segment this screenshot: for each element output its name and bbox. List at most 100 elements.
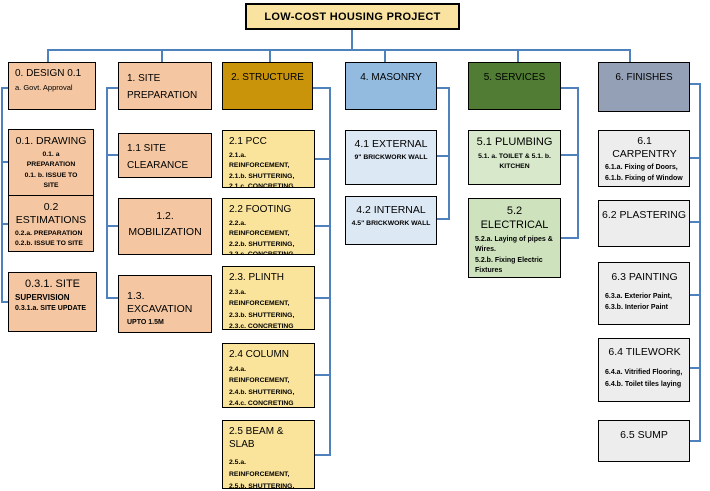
box-title: 1.3. EXCAVATION <box>127 290 193 316</box>
box-sub: 6.1.a. Fixing of Doors, <box>605 164 678 172</box>
box-sub: 0.3.1.a. SITE UPDATE <box>15 304 87 312</box>
connector-line <box>690 367 700 369</box>
connector-line <box>437 155 449 157</box>
box-sub: 6.3.a. Exterior Paint, <box>605 293 672 301</box>
box-sub: 2.1.a. REINFORCEMENT, <box>229 151 290 170</box>
connector-line <box>47 49 49 63</box>
wbs-box-excavation: 1.3. EXCAVATION UPTO 1.5M <box>118 275 212 333</box>
connector-line <box>1 87 9 89</box>
wbs-header-site-preparation: 1. SITE PREPARATION <box>118 62 212 110</box>
wbs-box-site-supervision: 0.3.1. SITE SUPERVISION 0.3.1.a. SITE UP… <box>8 272 97 332</box>
connector-line <box>1 161 9 163</box>
box-title: 6.2 PLASTERING <box>601 209 687 221</box>
header-title: 6. FINISHES <box>615 72 673 83</box>
box-sub: 6.1.b. Fixing of Window <box>605 174 683 182</box>
wbs-box-sump: 6.5 SUMP <box>598 420 690 462</box>
connector-line <box>690 83 700 85</box>
wbs-box-drawing: 0.1. DRAWING 0.1. a PREPARATION 0.1. b. … <box>8 129 94 196</box>
connector-line <box>517 49 519 63</box>
connector-line <box>1 223 9 225</box>
box-sub: 6.4.b. Toilet tiles laying <box>605 381 682 389</box>
connector-line <box>437 218 449 220</box>
wbs-header-finishes: 6. FINISHES <box>598 62 690 112</box>
box-title: 2.1 PCC <box>229 136 267 147</box>
box-sub: 0.1. b. ISSUE TO SITE <box>24 171 78 189</box>
box-sub: 5.2.b. Fixing Electric Fixtures <box>475 256 543 275</box>
connector-line <box>629 49 631 63</box>
wbs-box-painting: 6.3 PAINTING 6.3.a. Exterior Paint, 6.3.… <box>598 262 690 325</box>
wbs-box-mobilization: 1.2. MOBILIZATION <box>118 198 212 255</box>
box-title: 2.5 BEAM & SLAB <box>229 426 284 450</box>
box-title: 2.4 COLUMN <box>229 349 290 360</box>
box-subtitle: SUPERVISION <box>15 292 70 302</box>
wbs-box-site-clearance: 1.1 SITE CLEARANCE <box>118 133 212 178</box>
header-subtitle: a. Govt. Approval <box>15 83 73 92</box>
box-sub: 2.2.c. CONCRETING <box>229 251 294 255</box>
box-sub: 0.2.a. PREPARATION <box>15 230 83 238</box>
box-sub: 2.4.a. REINFORCEMENT, <box>229 365 290 385</box>
box-title: 2.2 FOOTING <box>229 204 292 215</box>
wbs-box-internal-wall: 4.2 INTERNAL 4.5" BRICKWORK WALL <box>345 196 437 245</box>
wbs-box-tilework: 6.4 TILEWORK 6.4.a. Vitrified Flooring, … <box>598 338 690 402</box>
wbs-header-services: 5. SERVICES <box>468 62 561 110</box>
wbs-box-beam-slab: 2.5 BEAM & SLAB 2.5.a. REINFORCEMENT, 2.… <box>222 420 315 489</box>
box-sub: 6.4.a. Vitrified Flooring, <box>605 369 683 377</box>
connector-line <box>106 225 119 227</box>
connector-line <box>561 154 578 156</box>
box-sub: 2.4.b. SHUTTERING, <box>229 388 295 396</box>
connector-line <box>106 87 108 299</box>
wbs-header-design: 0. DESIGN 0.1 a. Govt. Approval <box>8 62 96 110</box>
connector-line <box>315 225 330 227</box>
wbs-box-footing: 2.2 FOOTING 2.2.a. REINFORCEMENT, 2.2.b.… <box>222 198 315 255</box>
header-title: 0. DESIGN 0.1 <box>15 68 82 79</box>
box-title: 4.2 INTERNAL <box>356 204 426 216</box>
box-title: 2.3. PLINTH <box>229 272 285 283</box>
connector-line <box>384 49 386 63</box>
box-sub: 4.5" BRICKWORK WALL <box>351 220 431 228</box>
box-title: 6.1 CARPENTRY <box>612 135 677 161</box>
wbs-header-structure: 2. STRUCTURE <box>222 62 313 110</box>
header-title: 1. SITE PREPARATION <box>127 73 198 101</box>
wbs-root-box: LOW-COST HOUSING PROJECT <box>245 3 460 30</box>
connector-line <box>699 83 701 442</box>
header-title: 5. SERVICES <box>483 72 546 83</box>
box-sub: 6.3.b. Interior Paint <box>605 303 669 311</box>
box-title: 6.4 TILEWORK <box>608 346 681 358</box>
box-sub: 2.3.c. CONCRETING <box>229 323 294 330</box>
box-sub: 5.1. a. TOILET & 5.1. b. KITCHEN <box>478 152 551 170</box>
box-title: 6.3 PAINTING <box>611 271 678 283</box>
connector-line <box>106 87 119 89</box>
box-sub: 2.2.b. SHUTTERING, <box>229 240 295 248</box>
wbs-box-electrical: 5.2 ELECTRICAL 5.2.a. Laying of pipes & … <box>468 198 561 278</box>
box-sub: 2.3.b. SHUTTERING, <box>229 311 295 319</box>
box-title: 0.2 ESTIMATIONS <box>15 201 87 227</box>
wbs-box-carpentry: 6.1 CARPENTRY 6.1.a. Fixing of Doors, 6.… <box>598 130 690 187</box>
connector-line <box>561 87 578 89</box>
wbs-box-pcc: 2.1 PCC 2.1.a. REINFORCEMENT, 2.1.b. SHU… <box>222 130 315 188</box>
header-title: 2. STRUCTURE <box>231 72 304 83</box>
connector-line <box>106 297 119 299</box>
box-sub: 9" BRICKWORK WALL <box>354 154 428 162</box>
box-sub: 2.5.b. SHUTTERING, <box>229 483 295 489</box>
connector-line <box>1 87 3 303</box>
wbs-box-plumbing: 5.1 PLUMBING 5.1. a. TOILET & 5.1. b. KI… <box>468 130 561 185</box>
connector-line <box>690 294 700 296</box>
project-title: LOW-COST HOUSING PROJECT <box>264 11 441 23</box>
box-title: 0.3.1. SITE <box>24 278 81 290</box>
connector-line <box>47 49 631 51</box>
box-sub: 2.3.a. REINFORCEMENT, <box>229 288 290 308</box>
box-title: 5.1 PLUMBING <box>476 136 553 148</box>
connector-line <box>315 158 330 160</box>
wbs-box-plinth: 2.3. PLINTH 2.3.a. REINFORCEMENT, 2.3.b.… <box>222 266 315 330</box>
wbs-box-plastering: 6.2 PLASTERING <box>598 200 690 247</box>
connector-line <box>1 301 9 303</box>
box-sub: 2.1.c. CONCRETING <box>229 183 294 188</box>
connector-line <box>313 87 330 89</box>
connector-line <box>448 87 450 220</box>
connector-line <box>690 440 700 442</box>
box-title: 6.5 SUMP <box>620 429 668 441</box>
wbs-header-masonry: 4. MASONRY <box>345 62 437 110</box>
box-sub: 0.1. a PREPARATION <box>26 151 76 169</box>
header-title: 4. MASONRY <box>360 72 422 83</box>
wbs-box-column: 2.4 COLUMN 2.4.a. REINFORCEMENT, 2.4.b. … <box>222 343 315 408</box>
